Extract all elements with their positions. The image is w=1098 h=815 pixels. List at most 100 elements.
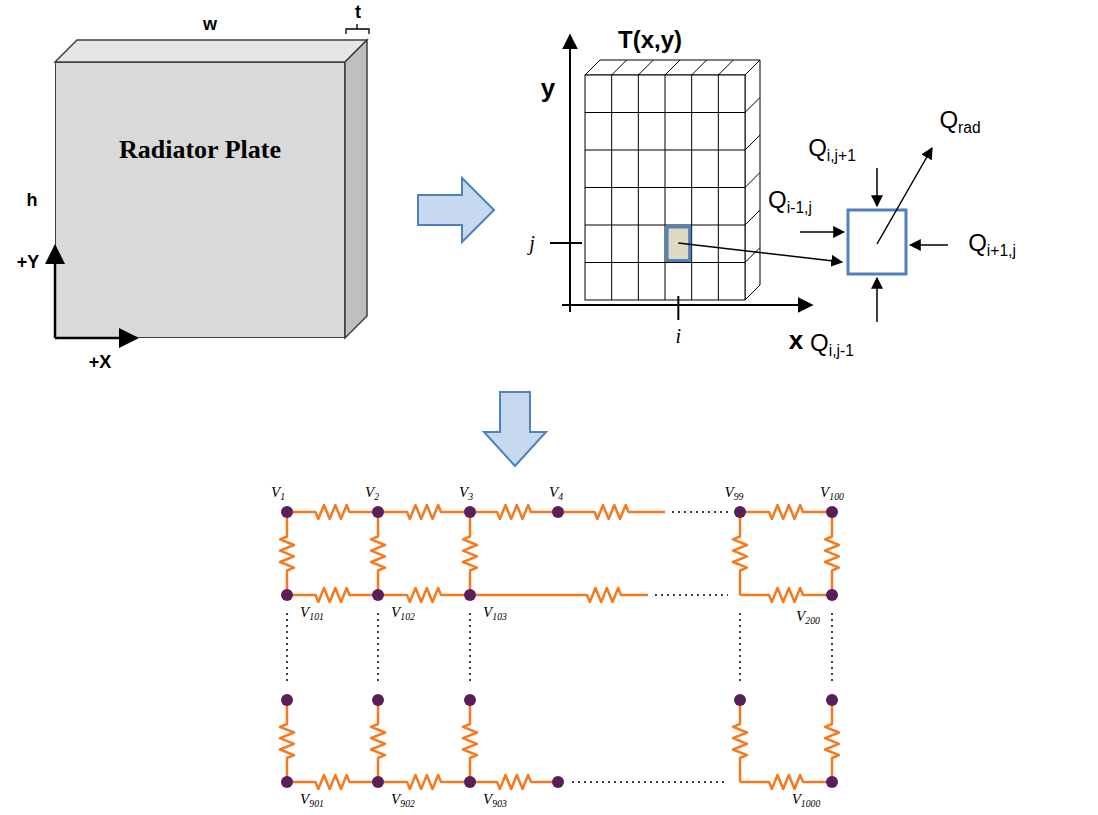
y-axis bbox=[569, 35, 571, 312]
grid-line bbox=[745, 173, 760, 188]
network-node bbox=[281, 694, 293, 706]
control-volume bbox=[848, 210, 906, 274]
resistor-symbol bbox=[287, 588, 378, 602]
network-node bbox=[372, 589, 384, 601]
subscript: 200 bbox=[805, 615, 820, 626]
resistor-symbol bbox=[733, 700, 747, 782]
label-text: V bbox=[483, 604, 492, 620]
resistor-symbol bbox=[740, 505, 832, 519]
heat-flow-arrow bbox=[800, 231, 844, 233]
heat-flow-label: Qi,j-1 bbox=[810, 329, 854, 360]
label-text: V bbox=[391, 604, 400, 620]
radiator-plate: Radiator Plate bbox=[55, 62, 345, 338]
block-arrow bbox=[418, 178, 494, 242]
resistor-symbol bbox=[825, 512, 839, 595]
grid-line bbox=[585, 112, 745, 113]
field-label: T(x,y) bbox=[618, 26, 682, 54]
resistor-symbol bbox=[470, 775, 558, 789]
heat-flow-arrow bbox=[876, 168, 878, 206]
resistor-symbol bbox=[280, 512, 294, 595]
subscript: i+1,j bbox=[987, 243, 1016, 260]
subscript: 1 bbox=[280, 491, 285, 502]
dimension-label: h bbox=[27, 190, 38, 211]
subscript: i-1,j bbox=[787, 200, 812, 217]
label-text: V bbox=[792, 791, 801, 807]
grid-line bbox=[612, 60, 627, 75]
network-node bbox=[826, 589, 838, 601]
label-text: V bbox=[300, 604, 309, 620]
network-node bbox=[464, 694, 476, 706]
plate-side-face bbox=[345, 40, 367, 338]
grid-line bbox=[745, 98, 760, 113]
label-text: V bbox=[365, 484, 374, 500]
plate-label: Radiator Plate bbox=[119, 135, 281, 165]
resistor-symbol bbox=[463, 512, 477, 595]
subscript: i,j-1 bbox=[829, 343, 854, 360]
heat-flow-label: Qrad bbox=[939, 106, 980, 137]
network-node bbox=[826, 694, 838, 706]
grid-line bbox=[585, 150, 745, 151]
grid-line bbox=[638, 60, 653, 75]
node-voltage: V3 bbox=[459, 484, 473, 502]
subscript: rad bbox=[958, 120, 981, 137]
label-text: Q bbox=[808, 134, 827, 161]
subscript: 100 bbox=[829, 491, 844, 502]
axis-label: +X bbox=[89, 352, 112, 373]
subscript: 2 bbox=[374, 491, 379, 502]
node-voltage: V902 bbox=[391, 791, 415, 809]
network-node bbox=[826, 506, 838, 518]
node-voltage: V100 bbox=[820, 484, 844, 502]
label-text: T(x,y) bbox=[618, 26, 682, 53]
resistor-symbol bbox=[378, 505, 470, 519]
label-text: V bbox=[391, 791, 400, 807]
resistor-symbol bbox=[371, 700, 385, 782]
heat-flow-arrow bbox=[910, 244, 948, 246]
resistor-symbol bbox=[463, 700, 477, 782]
subscript: 102 bbox=[400, 611, 415, 622]
continuation-dots bbox=[831, 613, 833, 682]
label-text: Q bbox=[968, 229, 987, 256]
block-arrow bbox=[484, 392, 546, 466]
label-text: V bbox=[820, 484, 829, 500]
grid-line bbox=[585, 225, 745, 226]
label-text: +Y bbox=[17, 252, 40, 272]
resistor-symbol bbox=[740, 588, 832, 602]
axis-label: x bbox=[789, 325, 803, 356]
node-voltage: V4 bbox=[549, 484, 563, 502]
resistor-symbol bbox=[825, 700, 839, 782]
continuation-dots bbox=[377, 613, 379, 682]
label-text: V bbox=[796, 608, 805, 624]
i-tick bbox=[677, 296, 679, 320]
label-text: V bbox=[300, 791, 309, 807]
node-voltage: V99 bbox=[725, 484, 744, 502]
grid-side-face bbox=[745, 60, 760, 300]
node-voltage: V901 bbox=[300, 791, 324, 809]
grid-line bbox=[718, 60, 733, 75]
network-node bbox=[826, 776, 838, 788]
grid-line bbox=[745, 248, 760, 263]
subscript: 101 bbox=[309, 611, 324, 622]
subscript: 903 bbox=[492, 798, 507, 809]
subscript: 99 bbox=[734, 491, 744, 502]
node-voltage: V103 bbox=[483, 604, 507, 622]
node-voltage: V1 bbox=[271, 484, 285, 502]
grid-top-face bbox=[585, 60, 760, 75]
resistor-symbol bbox=[560, 588, 648, 602]
grid-line bbox=[665, 60, 680, 75]
continuation-dots bbox=[286, 613, 288, 682]
heat-flow-label: Qi-1,j bbox=[768, 186, 812, 217]
node-voltage: V200 bbox=[796, 608, 820, 626]
network-node bbox=[372, 776, 384, 788]
grid-line bbox=[585, 187, 745, 188]
label-text: Q bbox=[939, 106, 958, 133]
resistor-symbol bbox=[378, 588, 470, 602]
grid-line bbox=[692, 60, 707, 75]
network-node bbox=[552, 506, 564, 518]
subscript: 901 bbox=[309, 798, 324, 809]
heat-flow-arrow bbox=[876, 278, 878, 322]
label-text: w bbox=[203, 14, 217, 34]
label-text: j bbox=[529, 232, 535, 254]
x-axis bbox=[562, 304, 812, 306]
node-voltage: V903 bbox=[483, 791, 507, 809]
label-text: V bbox=[459, 484, 468, 500]
